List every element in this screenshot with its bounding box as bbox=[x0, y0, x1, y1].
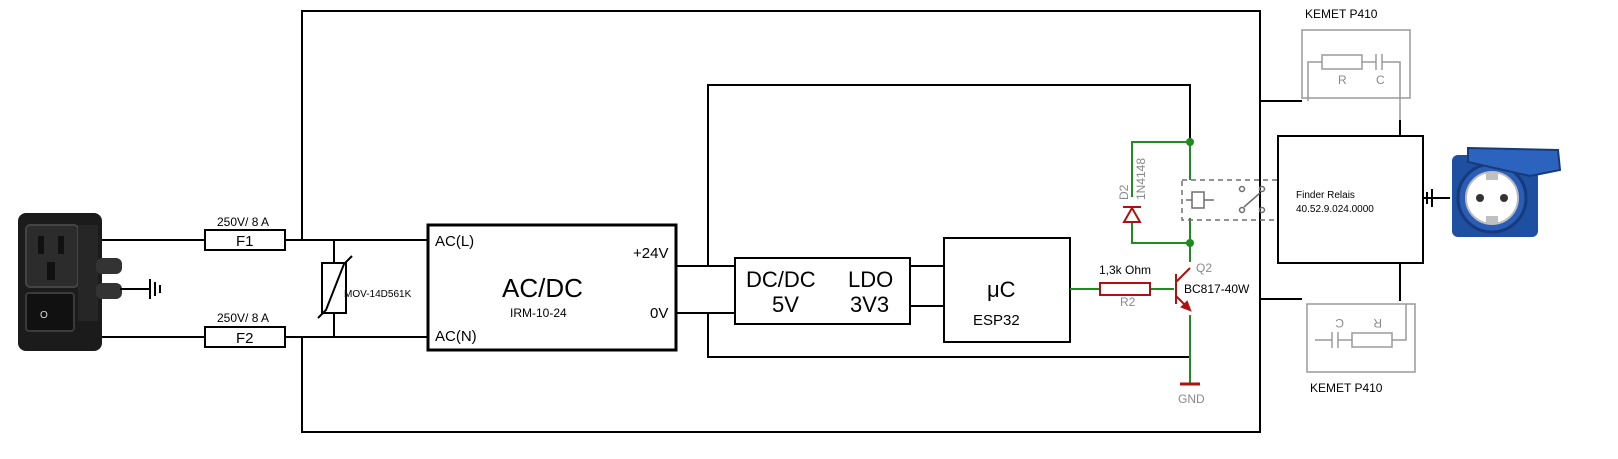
transistor-part: BC817-40W bbox=[1184, 282, 1250, 296]
mov-label: MOV-14D561K bbox=[344, 289, 412, 300]
resistor-r2: 1,3k Ohm R2 bbox=[1099, 263, 1151, 309]
varistor-mov: MOV-14D561K bbox=[317, 255, 412, 319]
snubber-bottom-r: R bbox=[1373, 316, 1382, 330]
iec-power-inlet-image: O bbox=[18, 213, 122, 351]
relay-symbol bbox=[1181, 179, 1281, 221]
acdc-output-neg: 0V bbox=[650, 305, 668, 322]
acdc-output-pos: +24V bbox=[633, 245, 668, 262]
snubber-top-r: R bbox=[1338, 73, 1347, 87]
transistor-q2 bbox=[1175, 267, 1192, 312]
snubber-bottom: C R KEMET P410 bbox=[1306, 303, 1416, 395]
dcdc-ldo-block: DC/DC 5V LDO 3V3 bbox=[734, 257, 911, 325]
dcdc-voltage: 5V bbox=[772, 292, 799, 317]
relay-module: Finder Relais 40.52.9.024.0000 bbox=[1277, 135, 1424, 264]
acdc-title: AC/DC bbox=[502, 273, 583, 303]
dcdc-label: DC/DC bbox=[746, 267, 816, 292]
fuse-f1-label: F1 bbox=[236, 233, 254, 250]
acdc-model: IRM-10-24 bbox=[510, 306, 567, 320]
fuse-f2-rating: 250V/ 8 A bbox=[217, 311, 269, 325]
power-outlet-image bbox=[1452, 146, 1562, 237]
fuse-f1: 250V/ 8 A F1 bbox=[204, 215, 286, 251]
acdc-input-n: AC(N) bbox=[435, 328, 477, 345]
snubber-top-title: KEMET P410 bbox=[1305, 7, 1378, 21]
resistor-value: 1,3k Ohm bbox=[1099, 263, 1151, 277]
svg-text:O: O bbox=[40, 310, 48, 321]
earth-ground-icon bbox=[120, 279, 161, 299]
wiring bbox=[102, 10, 1450, 433]
snubber-bottom-title: KEMET P410 bbox=[1310, 381, 1383, 395]
transistor-ref: Q2 bbox=[1196, 261, 1212, 275]
net-junctions bbox=[1186, 138, 1194, 247]
snubber-top: KEMET P410 R C bbox=[1301, 7, 1411, 120]
relay-part: 40.52.9.024.0000 bbox=[1296, 204, 1374, 215]
microcontroller: μC ESP32 bbox=[943, 237, 1071, 343]
ground-label: GND bbox=[1178, 392, 1205, 406]
resistor-ref: R2 bbox=[1120, 295, 1136, 309]
snubber-bottom-c: C bbox=[1335, 316, 1344, 330]
fuse-f1-rating: 250V/ 8 A bbox=[217, 215, 269, 229]
ground-symbol: GND bbox=[1178, 382, 1205, 406]
fuse-f2-label: F2 bbox=[236, 330, 254, 347]
diode-d2: D2 1N4148 bbox=[1117, 158, 1148, 223]
mcu-symbol: μC bbox=[987, 277, 1016, 302]
ldo-label: LDO bbox=[848, 267, 893, 292]
fuse-f2: 250V/ 8 A F2 bbox=[204, 311, 286, 348]
relay-name: Finder Relais bbox=[1296, 190, 1355, 201]
diode-ref: D2 bbox=[1117, 184, 1131, 200]
ldo-voltage: 3V3 bbox=[850, 292, 889, 317]
diode-part: 1N4148 bbox=[1134, 158, 1148, 200]
mcu-name: ESP32 bbox=[973, 312, 1020, 329]
acdc-input-l: AC(L) bbox=[435, 233, 474, 250]
snubber-top-c: C bbox=[1376, 73, 1385, 87]
acdc-converter: AC(L) AC(N) +24V 0V AC/DC IRM-10-24 bbox=[426, 223, 678, 352]
